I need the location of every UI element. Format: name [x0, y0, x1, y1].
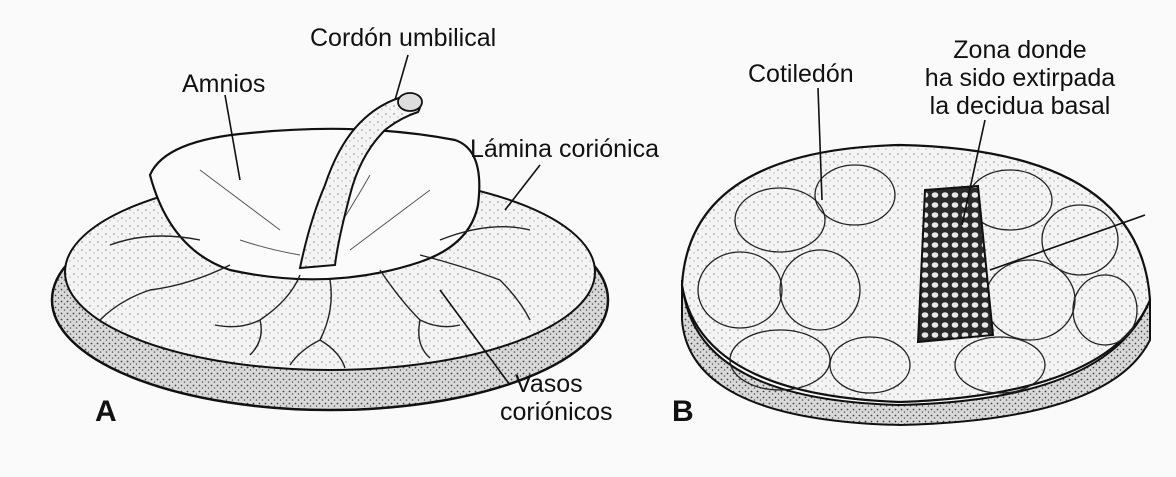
label-removed-decidua-line2: ha sido extirpada	[910, 64, 1130, 93]
label-removed-decidua-line3: la decidua basal	[910, 92, 1130, 121]
label-cotyledon: Cotiledón	[748, 60, 854, 89]
label-amnion: Amnios	[182, 70, 265, 99]
label-umbilical-cord: Cordón umbilical	[310, 24, 496, 53]
panel-b-drawing	[682, 88, 1150, 425]
label-chorionic-plate: Lámina coriónica	[470, 135, 659, 164]
panel-letter-b: B	[672, 395, 694, 429]
label-chorionic-vessels-line2: coriónicos	[500, 398, 613, 427]
panel-letter-a: A	[95, 395, 117, 429]
placenta-b-dome	[682, 145, 1150, 402]
label-removed-decidua-line1: Zona donde	[920, 36, 1120, 65]
umbilical-cord-cut-end	[398, 93, 422, 111]
label-chorionic-vessels-line1: Vasos	[515, 370, 583, 399]
panel-a-drawing	[52, 55, 608, 410]
